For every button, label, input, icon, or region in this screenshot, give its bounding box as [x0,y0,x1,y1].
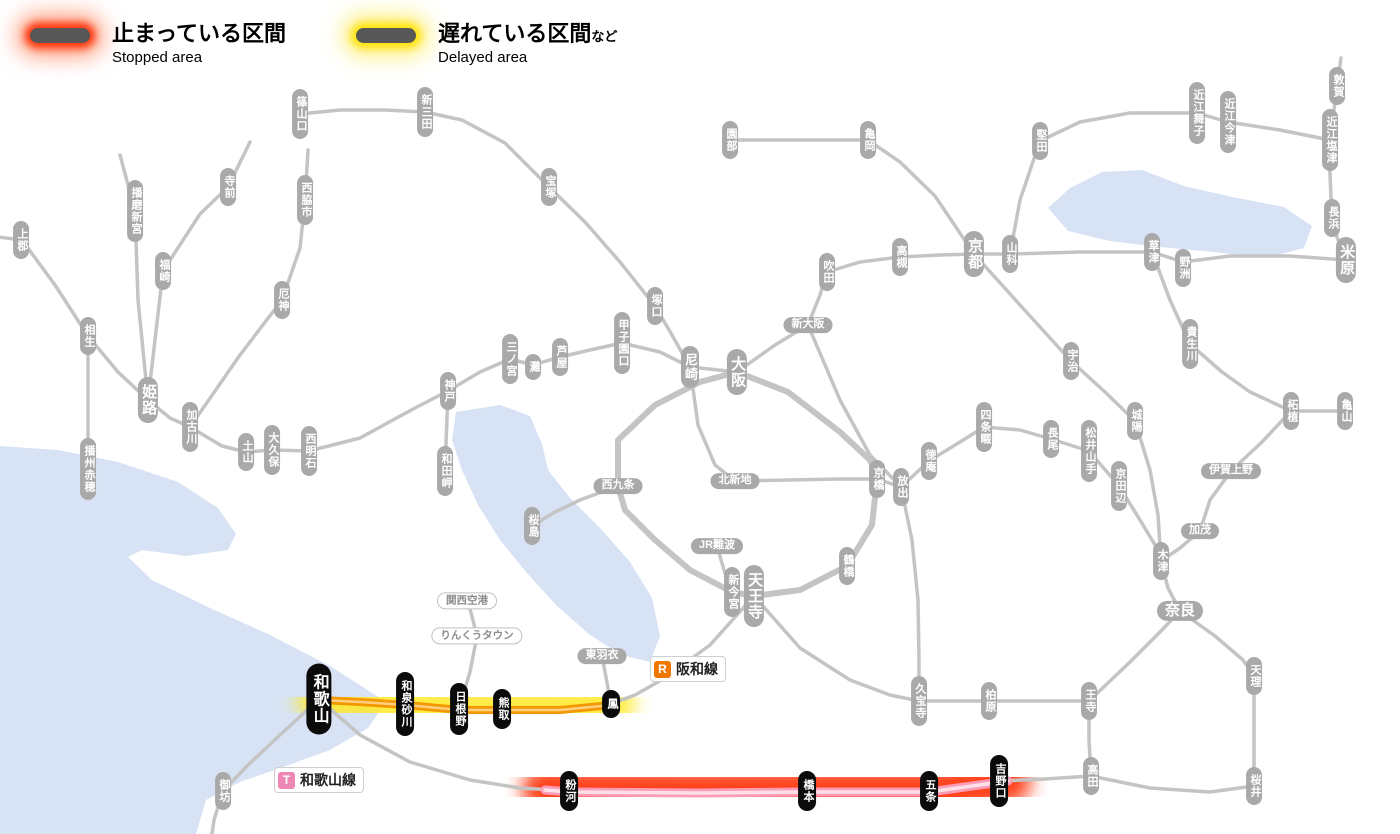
tozai-line [688,365,879,483]
wadamisaki-line [443,389,450,472]
sea-west [0,446,386,834]
osaka-loop [615,369,880,599]
kisei-line [210,697,321,834]
kansai-mid [1159,409,1293,613]
yamatoji-line [752,594,1182,703]
gakkentoshi-line [875,425,1163,563]
fukuchiyama-line [298,108,692,369]
sakurai-line [1089,609,1256,794]
sanyo-west [0,235,150,402]
osaka-bay [452,405,660,662]
oji-takada-link [1087,699,1093,778]
hokuriku-line [1328,56,1348,262]
kosei-line [1008,111,1332,256]
kishin-line [118,153,150,402]
lake-biwa [1048,170,1312,258]
osaka-higashi-line [806,323,921,703]
tokaido-east [735,250,1348,374]
kakogawa-line [188,148,310,429]
nara-line [972,252,1163,563]
sagano-line [728,138,976,256]
kusatsu-line [1150,250,1293,413]
